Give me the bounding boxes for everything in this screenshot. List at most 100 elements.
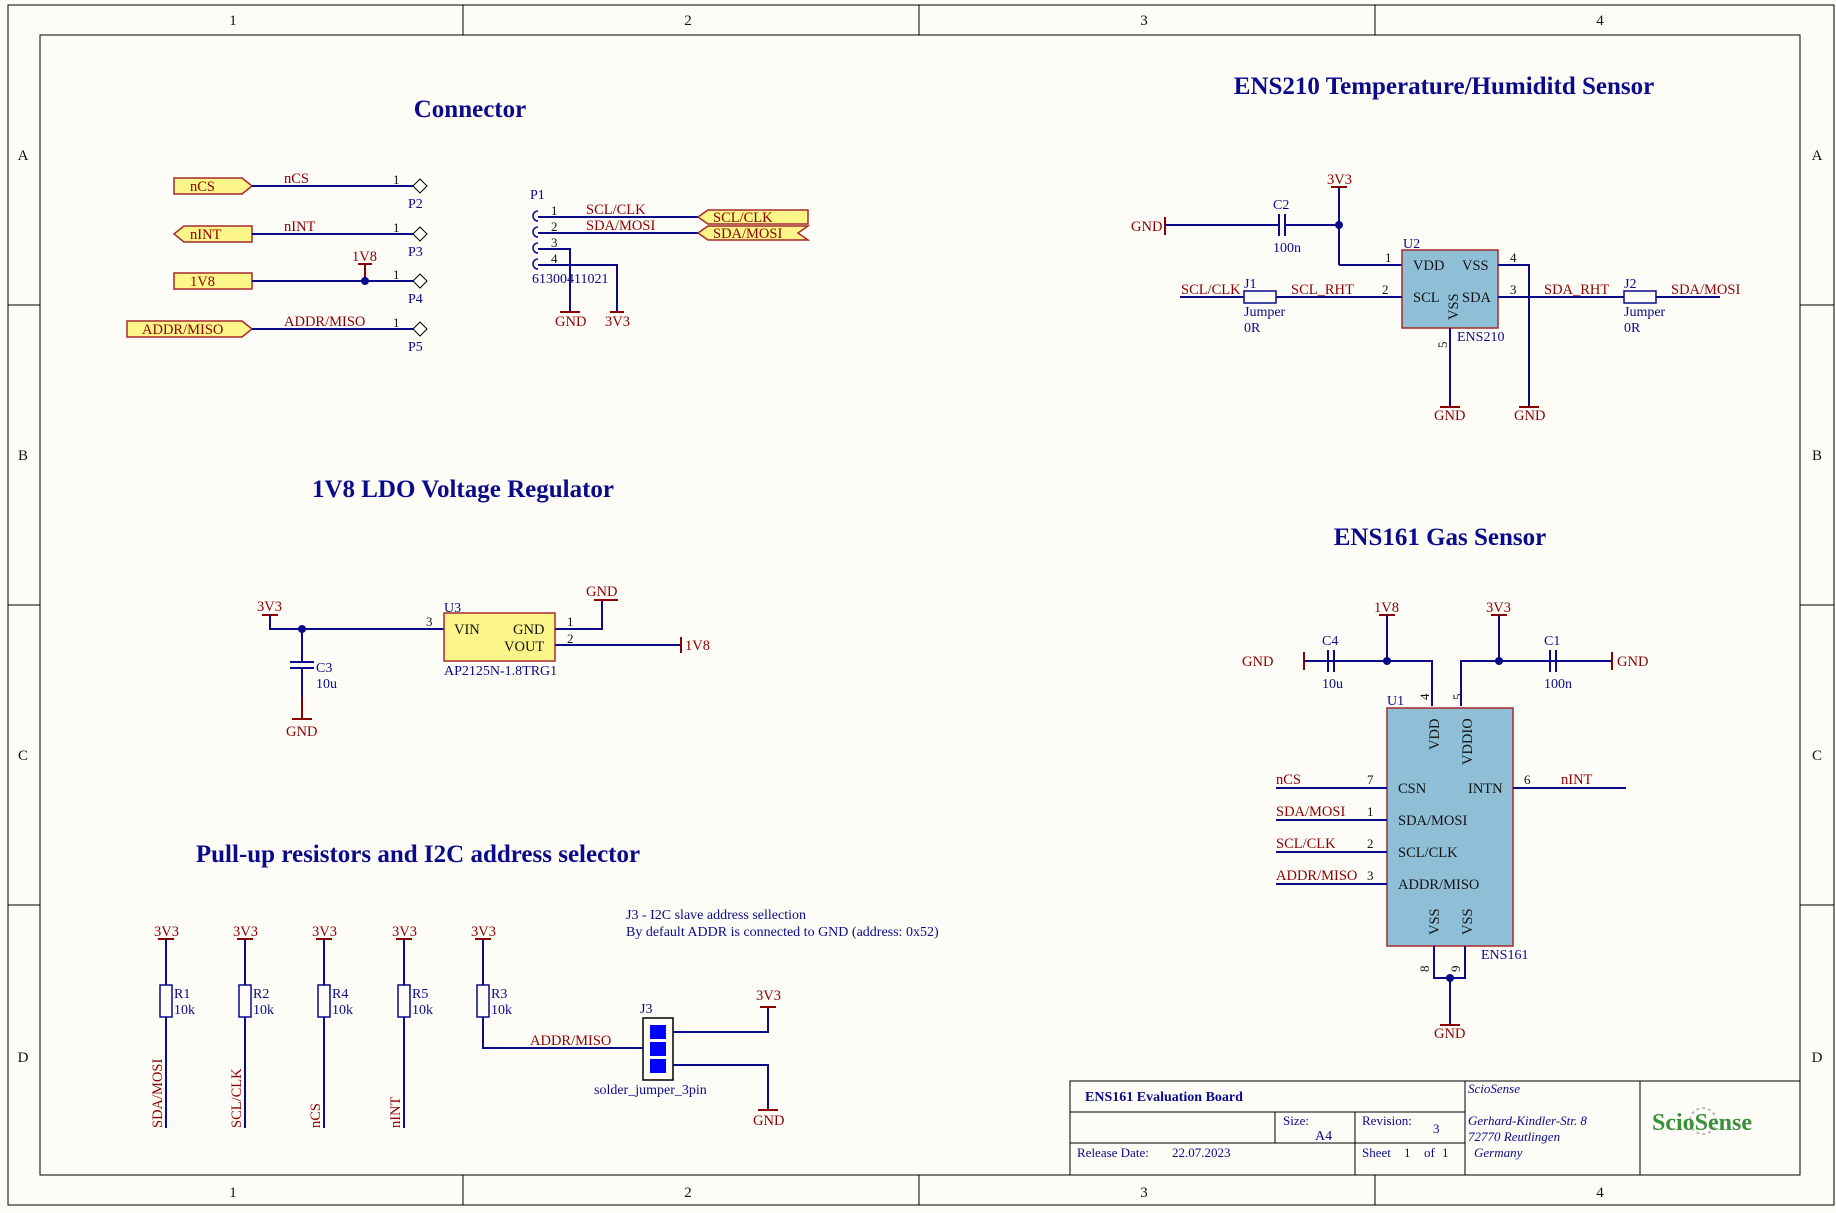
revision-value: 3 — [1433, 1121, 1440, 1136]
ref-designator: R1 — [174, 987, 190, 1002]
component-value: 0R — [1624, 321, 1641, 336]
net-label: SDA/MOSI — [586, 218, 655, 234]
pin-number: 9 — [1448, 966, 1463, 973]
power-label: 3V3 — [756, 988, 781, 1004]
net-label: SCL/CLK — [1276, 836, 1336, 852]
grid-col-label: 4 — [1596, 13, 1604, 29]
of-value: 1 — [1442, 1145, 1449, 1160]
pin-number: 2 — [551, 219, 558, 234]
grid-row-label: D — [18, 1050, 29, 1066]
pin-number: 6 — [1524, 772, 1531, 787]
pin-number: 4 — [1417, 693, 1432, 700]
net-label: nCS — [1276, 772, 1301, 788]
port-ncs — [173, 177, 254, 195]
grid-col-label: 4 — [1596, 1185, 1604, 1201]
net-label: SDA/MOSI — [1671, 282, 1740, 298]
ic-u2 — [1401, 249, 1499, 329]
note-text: By default ADDR is connected to GND (add… — [626, 925, 939, 940]
company-name: ScioSense — [1468, 1081, 1520, 1096]
pin-number: 1 — [393, 172, 400, 187]
pin-name: VSS — [1462, 258, 1489, 274]
power-label: 3V3 — [154, 924, 179, 940]
port-label: SCL/CLK — [713, 210, 773, 226]
component-type: Jumper — [1244, 305, 1286, 320]
ens210-block: 3V3 GND C2 100n U2 VDD VSS SCL SDA VSS E… — [1131, 172, 1740, 424]
pin-name: SDA/MOSI — [1398, 813, 1467, 829]
part-name: solder_jumper_3pin — [594, 1083, 707, 1098]
net-label: ADDR/MISO — [284, 314, 365, 330]
pin-name: SCL — [1413, 290, 1440, 306]
pin-number: 3 — [426, 614, 433, 629]
port-label: SDA/MOSI — [713, 226, 782, 242]
net-label: ADDR/MISO — [1276, 868, 1357, 884]
net-label: SCL_RHT — [1291, 282, 1354, 298]
grid-col-label: 3 — [1140, 13, 1148, 29]
pin-number: 7 — [1367, 772, 1374, 787]
ref-designator: P5 — [408, 340, 423, 355]
pin-number: 2 — [567, 631, 574, 646]
ref-designator: C3 — [316, 661, 332, 676]
ref-designator: R5 — [412, 987, 428, 1002]
power-label: GND — [1131, 219, 1162, 235]
port-label: nCS — [190, 179, 215, 195]
component-value: 100n — [1544, 677, 1572, 692]
ref-designator: P2 — [408, 197, 423, 212]
pin-number: 1 — [393, 267, 400, 282]
ref-designator: U1 — [1387, 694, 1404, 709]
solder-jumper — [642, 1017, 674, 1081]
power-label: 3V3 — [392, 924, 417, 940]
grid-col-label: 2 — [684, 1185, 692, 1201]
revision-label: Revision: — [1362, 1113, 1412, 1128]
net-label: SCL/CLK — [586, 202, 646, 218]
pin-number: 4 — [551, 251, 558, 266]
net-label: SDA/MOSI — [150, 1059, 166, 1128]
power-label: 3V3 — [471, 924, 496, 940]
pullup-block: 3V3 R1 10k SDA/MOSI 3V3 R2 10k SCL/CLK 3… — [150, 908, 939, 1129]
section-title-connector: Connector — [414, 96, 526, 123]
grid-row-label: C — [18, 748, 28, 764]
pin-number: 5 — [1435, 342, 1450, 349]
grid-labels: 1 2 3 4 1 2 3 4 A B C D A B C D — [18, 13, 1823, 1201]
sciosense-logo: SciоSense — [1652, 1107, 1752, 1136]
size-value: A4 — [1315, 1129, 1332, 1144]
pin-name: VDD — [1413, 258, 1444, 274]
board-name: ENS161 Evaluation Board — [1085, 1090, 1243, 1105]
ref-designator: C1 — [1544, 634, 1560, 649]
ref-designator: P1 — [530, 188, 545, 203]
power-label: 3V3 — [1327, 172, 1352, 188]
part-name: ENS161 — [1481, 948, 1528, 963]
power-label: GND — [1514, 408, 1545, 424]
pin-name: INTN — [1468, 781, 1503, 797]
grid-col-label: 1 — [229, 13, 237, 29]
pin-number: 3 — [551, 235, 558, 250]
pin-name: VIN — [454, 622, 480, 638]
pin-name: VSS — [1446, 293, 1462, 320]
port-addr-miso — [126, 320, 254, 338]
net-label: nCS — [284, 171, 309, 187]
ldo-block: 3V3 GND C3 10u U3 VIN GND VOUT AP2125N-1… — [257, 584, 710, 740]
section-title-ens210: ENS210 Temperature/Humiditd Sensor — [1234, 73, 1654, 100]
pin-name: GND — [513, 622, 544, 638]
address-line: Gerhard-Kindler-Str. 8 — [1468, 1113, 1587, 1128]
connector-block: nCS nCS 1 P2 nINT nINT 1 P3 1V8 1V8 1 P4… — [126, 171, 811, 355]
pin-number: 8 — [1417, 966, 1432, 973]
pin-number: 5 — [1450, 694, 1465, 701]
net-label: nINT — [388, 1096, 404, 1128]
component-value: 10u — [316, 677, 337, 692]
address-line: Germany — [1474, 1145, 1523, 1160]
size-label: Size: — [1283, 1113, 1309, 1128]
pin-number: 1 — [567, 614, 574, 629]
ref-designator: J2 — [1624, 277, 1636, 292]
component-type: Jumper — [1624, 305, 1666, 320]
power-label: GND — [1434, 1026, 1465, 1042]
net-label: SCL/CLK — [1181, 282, 1241, 298]
power-label: 1V8 — [685, 638, 710, 654]
power-label: 1V8 — [1374, 600, 1399, 616]
grid-row-label: A — [18, 148, 29, 164]
ic-u1 — [1386, 707, 1514, 947]
component-value: 10k — [491, 1003, 512, 1018]
component-value: 100n — [1273, 241, 1301, 256]
sheet-frame — [7, 4, 1835, 1206]
ref-designator: U2 — [1403, 237, 1420, 252]
pin-number: 1 — [551, 203, 558, 218]
